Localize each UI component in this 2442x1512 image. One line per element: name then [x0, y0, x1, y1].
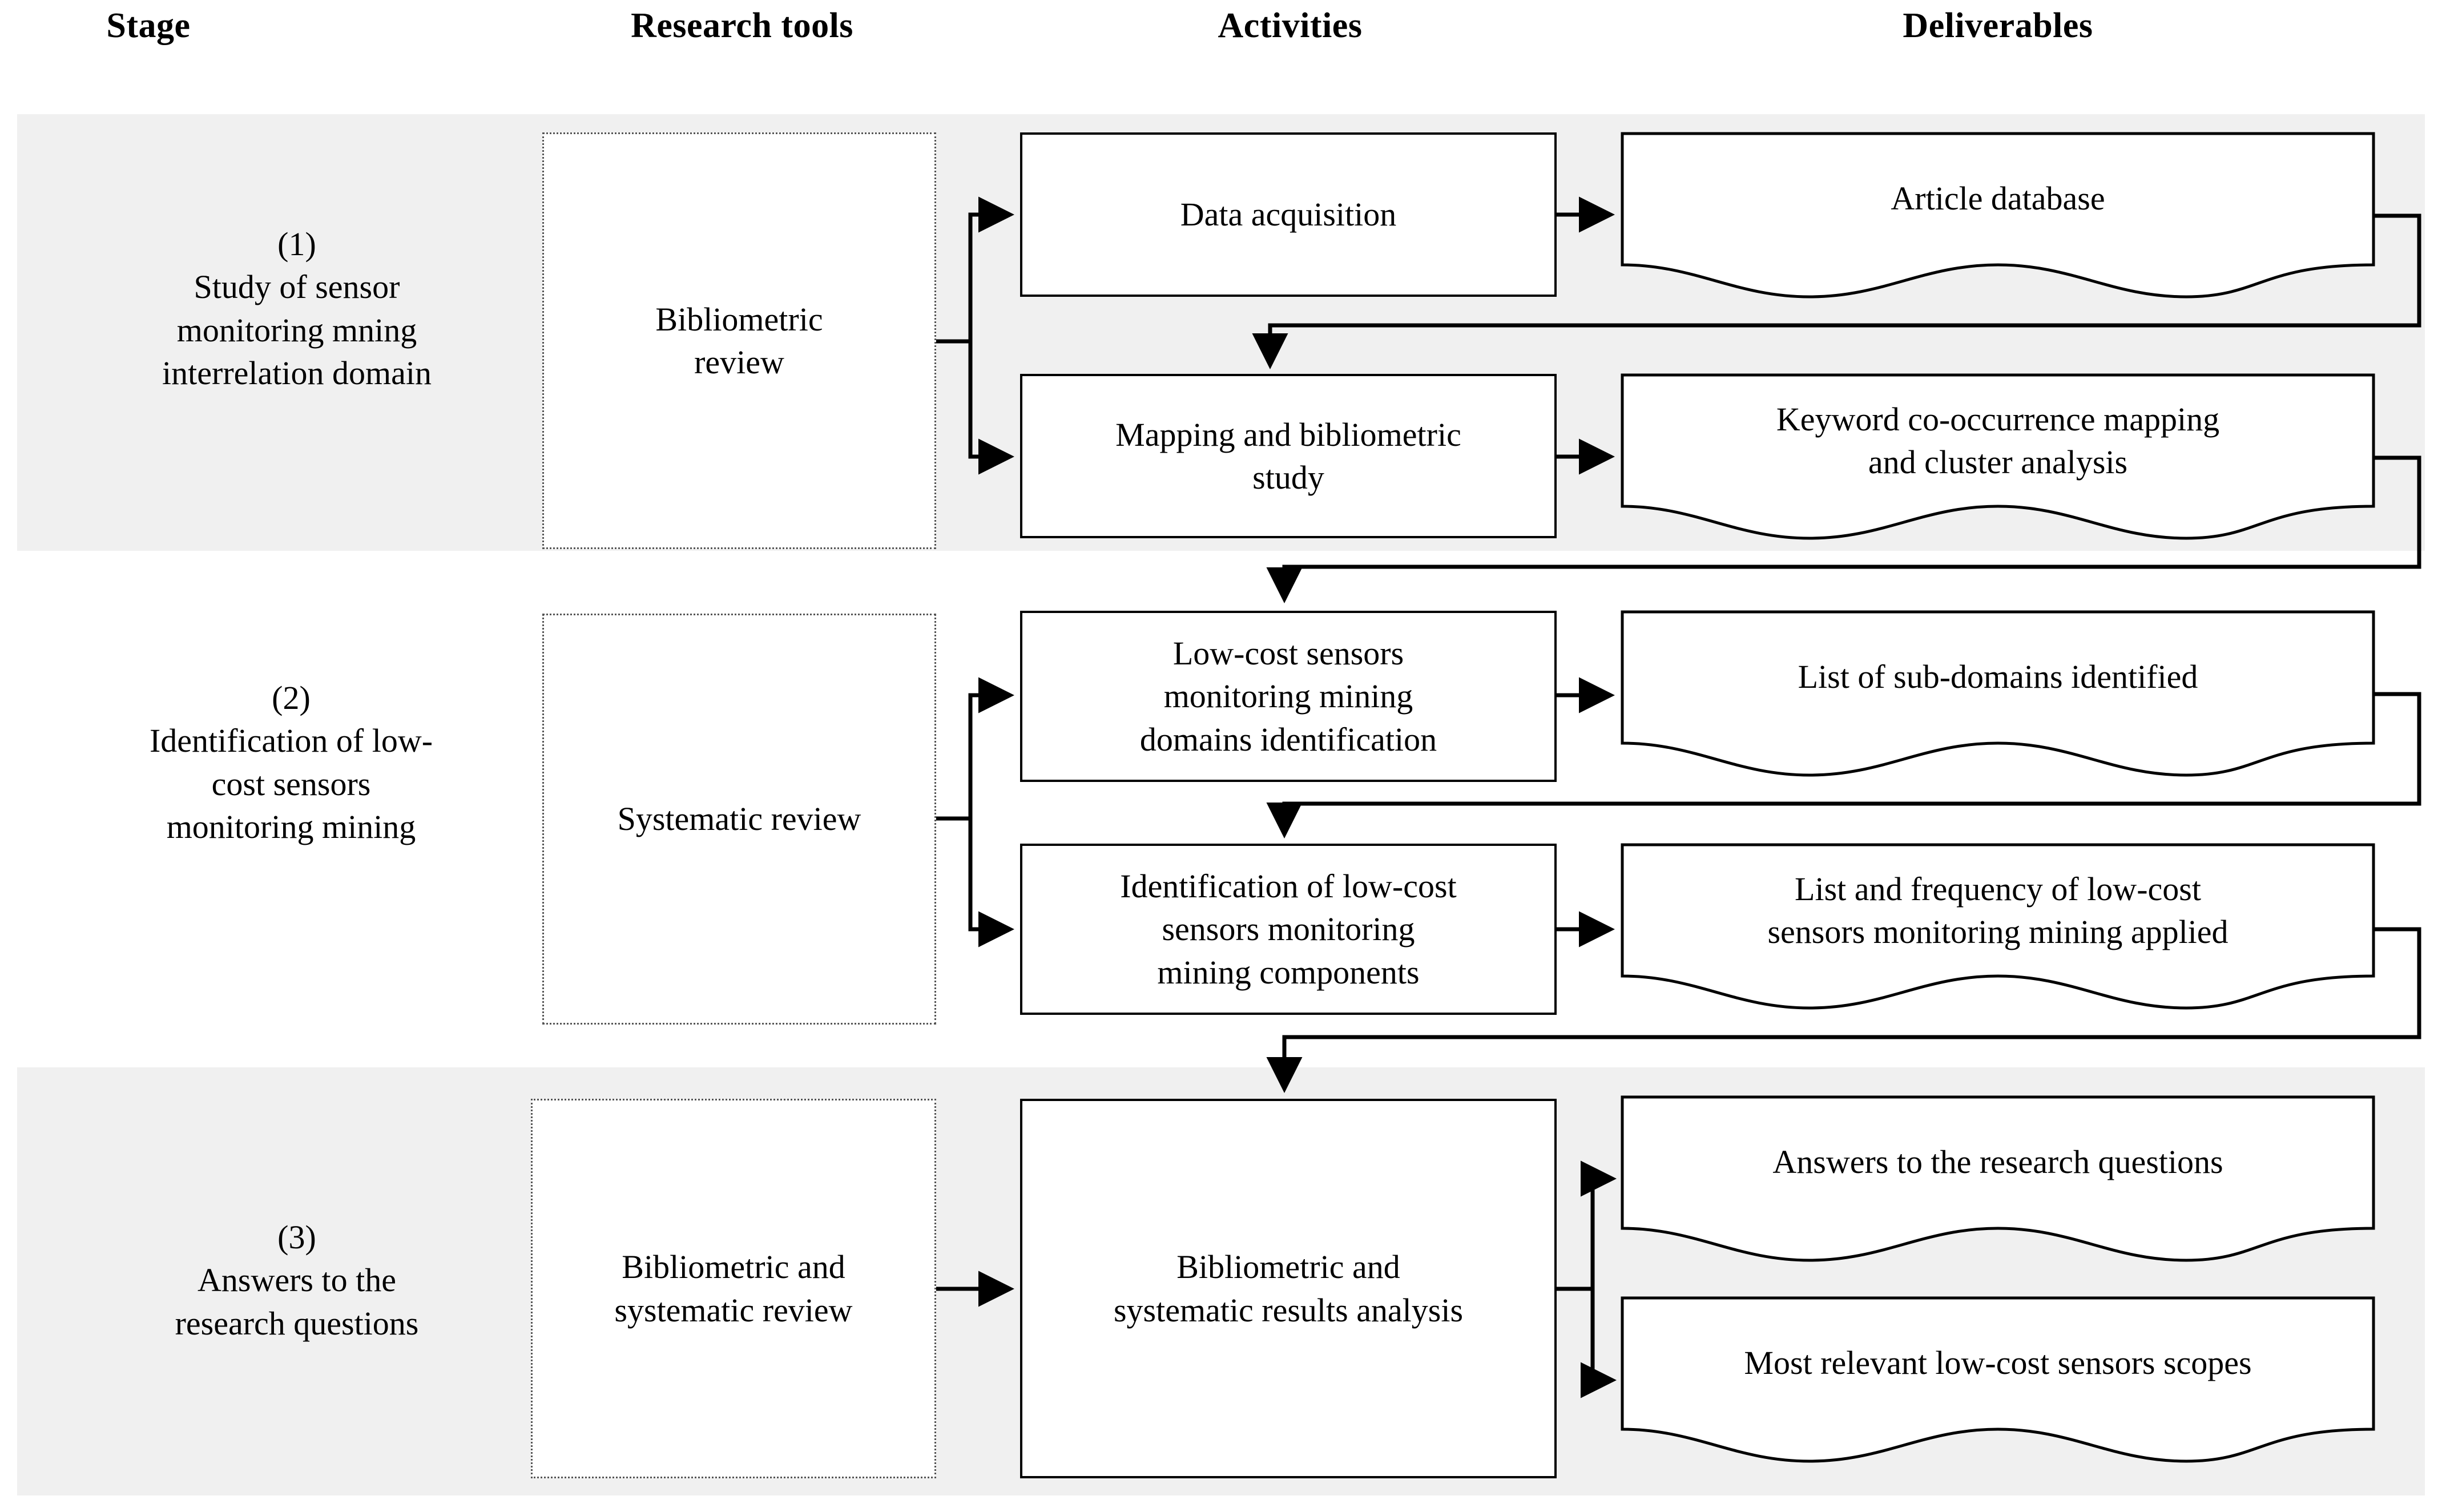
stage-title-1-line1: Study of sensor [194, 268, 400, 306]
activity-1-1-line1: Data acquisition [1180, 196, 1397, 233]
activity-box-2-2[interactable]: Identification of low-cost sensors monit… [1020, 844, 1557, 1015]
deliverable-doc-2-1[interactable]: List of sub-domains identified [1621, 610, 2375, 777]
stage-label-2: (2) Identification of low- cost sensors … [34, 676, 548, 849]
deliverable-1-2-line2: and cluster analysis [1868, 443, 2128, 481]
deliverable-1-2-line1: Keyword co-occurrence mapping [1776, 401, 2220, 438]
stage-number-1: (1) [277, 225, 316, 263]
deliverable-2-1-text: List of sub-domains identified [1621, 655, 2375, 698]
stage-title-2-line2: cost sensors [211, 765, 371, 803]
deliverable-3-1-text: Answers to the research questions [1621, 1140, 2375, 1183]
deliverable-1-1-line1: Article database [1891, 180, 2105, 217]
deliverable-doc-1-1[interactable]: Article database [1621, 132, 2375, 299]
deliverable-3-2-text: Most relevant low-cost sensors scopes [1621, 1341, 2375, 1384]
activity-2-1-line3: domains identification [1139, 720, 1437, 758]
column-header-activities: Activities [1218, 6, 1363, 45]
activity-box-1-1[interactable]: Data acquisition [1020, 132, 1557, 297]
activity-2-1-line1: Low-cost sensors [1172, 634, 1404, 672]
stage-title-3-line2: research questions [175, 1304, 419, 1342]
deliverable-2-2-text: List and frequency of low-cost sensors m… [1621, 868, 2375, 954]
research-tool-box-3[interactable]: Bibliometric and systematic review [531, 1099, 936, 1478]
deliverable-2-2-line1: List and frequency of low-cost [1795, 870, 2201, 908]
stage-label-3: (3) Answers to the research questions [57, 1216, 537, 1345]
deliverable-doc-1-2[interactable]: Keyword co-occurrence mapping and cluste… [1621, 373, 2375, 540]
column-header-stage: Stage [106, 6, 191, 45]
research-tool-box-2[interactable]: Systematic review [542, 614, 936, 1025]
stage-title-2-line3: monitoring mining [166, 808, 416, 846]
activity-1-2-line1: Mapping and bibliometric [1115, 416, 1461, 453]
deliverable-doc-3-1[interactable]: Answers to the research questions [1621, 1095, 2375, 1262]
stage-title-3-line1: Answers to the [198, 1261, 396, 1299]
stage-title-1-line2: monitoring mning [176, 311, 417, 349]
deliverable-3-2-line1: Most relevant low-cost sensors scopes [1744, 1344, 2252, 1381]
deliverable-3-1-line1: Answers to the research questions [1772, 1143, 2223, 1180]
column-header-deliverables: Deliverables [1903, 6, 2093, 45]
deliverable-2-1-line1: List of sub-domains identified [1798, 658, 2198, 695]
deliverable-1-2-text: Keyword co-occurrence mapping and cluste… [1621, 398, 2375, 484]
activity-box-3-1[interactable]: Bibliometric and systematic results anal… [1020, 1099, 1557, 1478]
activity-box-1-2[interactable]: Mapping and bibliometric study [1020, 374, 1557, 538]
research-tool-3-line2: systematic review [614, 1291, 853, 1329]
deliverable-doc-3-2[interactable]: Most relevant low-cost sensors scopes [1621, 1296, 2375, 1463]
deliverable-2-2-line2: sensors monitoring mining applied [1767, 913, 2229, 951]
research-tool-1-line1: Bibliometric [655, 300, 823, 338]
activity-2-2-line1: Identification of low-cost [1120, 867, 1457, 905]
activity-2-1-line2: monitoring mining [1163, 678, 1413, 715]
research-tool-2-line1: Systematic review [617, 800, 861, 838]
activity-3-1-line1: Bibliometric and [1176, 1248, 1400, 1286]
research-tool-3-line1: Bibliometric and [622, 1248, 845, 1286]
activity-box-2-1[interactable]: Low-cost sensors monitoring mining domai… [1020, 611, 1557, 782]
stage-number-3: (3) [277, 1219, 316, 1256]
stage-number-2: (2) [272, 679, 311, 716]
activity-2-2-line3: mining components [1157, 953, 1420, 991]
research-tool-1-line2: review [694, 344, 784, 381]
stage-title-1-line3: interrelation domain [162, 354, 432, 392]
research-tool-box-1[interactable]: Bibliometric review [542, 132, 936, 549]
activity-1-2-line2: study [1252, 459, 1324, 496]
stage-label-1: (1) Study of sensor monitoring mning int… [57, 223, 537, 395]
deliverable-1-1-text: Article database [1621, 177, 2375, 220]
column-header-research-tools: Research tools [631, 6, 853, 45]
deliverable-doc-2-2[interactable]: List and frequency of low-cost sensors m… [1621, 843, 2375, 1010]
activity-2-2-line2: sensors monitoring [1162, 910, 1415, 948]
activity-3-1-line2: systematic results analysis [1113, 1291, 1464, 1329]
stage-title-2-line1: Identification of low- [149, 722, 433, 760]
